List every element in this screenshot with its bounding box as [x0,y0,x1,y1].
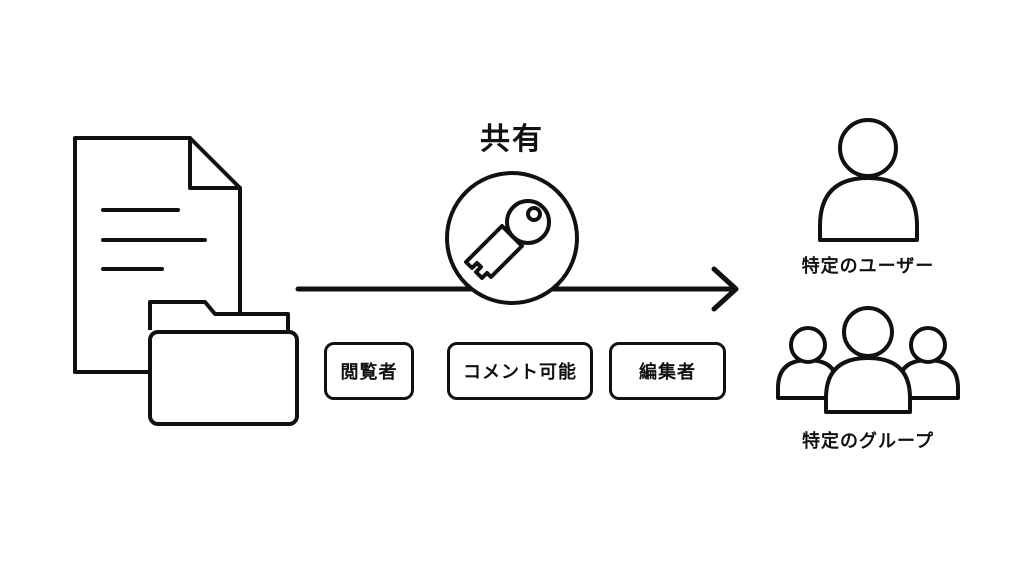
key-icon [464,199,551,280]
group-icon [776,306,960,414]
user-icon [818,118,919,242]
role-editor: 編集者 [609,342,726,400]
target-user-label: 特定のユーザー [801,256,935,277]
role-viewer: 閲覧者 [324,342,414,400]
share-title: 共有 [480,122,544,157]
target-group-label: 特定のグループ [802,431,934,452]
role-commenter: コメント可能 [447,342,593,400]
folder-icon [148,300,299,426]
